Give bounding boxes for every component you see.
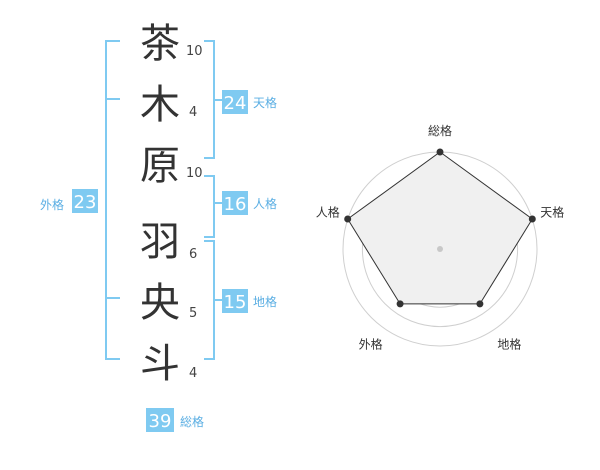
radar-point bbox=[436, 148, 444, 156]
gaikaku-badge-bg bbox=[72, 189, 98, 213]
tenkaku-badge: 24 天格 bbox=[222, 90, 277, 114]
jinkaku-badge: 16 人格 bbox=[222, 191, 277, 215]
stroke-count: 10 bbox=[186, 166, 203, 181]
tenkaku-label: 天格 bbox=[253, 95, 277, 110]
soukaku-badge: 39 総格 bbox=[146, 408, 204, 432]
stroke-count: 6 bbox=[189, 247, 197, 262]
soukaku-label: 総格 bbox=[180, 414, 204, 429]
radar-axis-label: 天格 bbox=[540, 205, 564, 220]
radar-point bbox=[344, 215, 352, 223]
name-characters: 茶 木 原 羽 央 斗 bbox=[140, 21, 180, 387]
radar-point bbox=[528, 215, 536, 223]
tenkaku-badge-bg bbox=[222, 90, 248, 114]
name-char: 木 bbox=[140, 82, 180, 128]
stroke-count: 5 bbox=[189, 306, 197, 321]
radar-axis-label: 地格 bbox=[497, 337, 521, 352]
stroke-count: 10 bbox=[186, 44, 203, 59]
name-char: 斗 bbox=[140, 341, 180, 387]
chikaku-bracket bbox=[204, 240, 222, 360]
jinkaku-label: 人格 bbox=[253, 196, 277, 211]
gaikaku-label: 外格 bbox=[40, 197, 64, 212]
stroke-count: 4 bbox=[189, 105, 197, 120]
jinkaku-value: 16 bbox=[224, 194, 247, 215]
name-char: 央 bbox=[140, 280, 180, 326]
jinkaku-badge-bg bbox=[222, 191, 248, 215]
radar-point bbox=[476, 300, 484, 308]
radar-center bbox=[437, 246, 443, 252]
radar-axis-label: 総格 bbox=[428, 123, 452, 138]
soukaku-badge-bg bbox=[146, 408, 174, 432]
chikaku-badge: 15 地格 bbox=[222, 289, 277, 313]
tenkaku-bracket bbox=[204, 40, 222, 159]
gaikaku-bracket bbox=[105, 40, 120, 360]
radar-axis-label: 人格 bbox=[316, 205, 340, 220]
tenkaku-value: 24 bbox=[224, 93, 247, 114]
name-char: 原 bbox=[140, 143, 180, 189]
gaikaku-badge: 外格 23 bbox=[40, 189, 98, 213]
chikaku-label: 地格 bbox=[253, 294, 277, 309]
chikaku-value: 15 bbox=[224, 292, 247, 313]
radar-axis-label: 外格 bbox=[359, 337, 383, 352]
jinkaku-bracket bbox=[204, 175, 222, 238]
radar-polygon bbox=[347, 151, 533, 305]
name-char: 羽 bbox=[140, 219, 180, 265]
soukaku-value: 39 bbox=[149, 411, 172, 432]
stroke-counts: 10 4 10 6 5 4 bbox=[186, 44, 203, 381]
radar-point bbox=[396, 300, 404, 308]
name-char: 茶 bbox=[140, 21, 180, 67]
gaikaku-value: 23 bbox=[74, 192, 97, 213]
chikaku-badge-bg bbox=[222, 289, 248, 313]
radar-points bbox=[344, 148, 536, 308]
stroke-count: 4 bbox=[189, 366, 197, 381]
